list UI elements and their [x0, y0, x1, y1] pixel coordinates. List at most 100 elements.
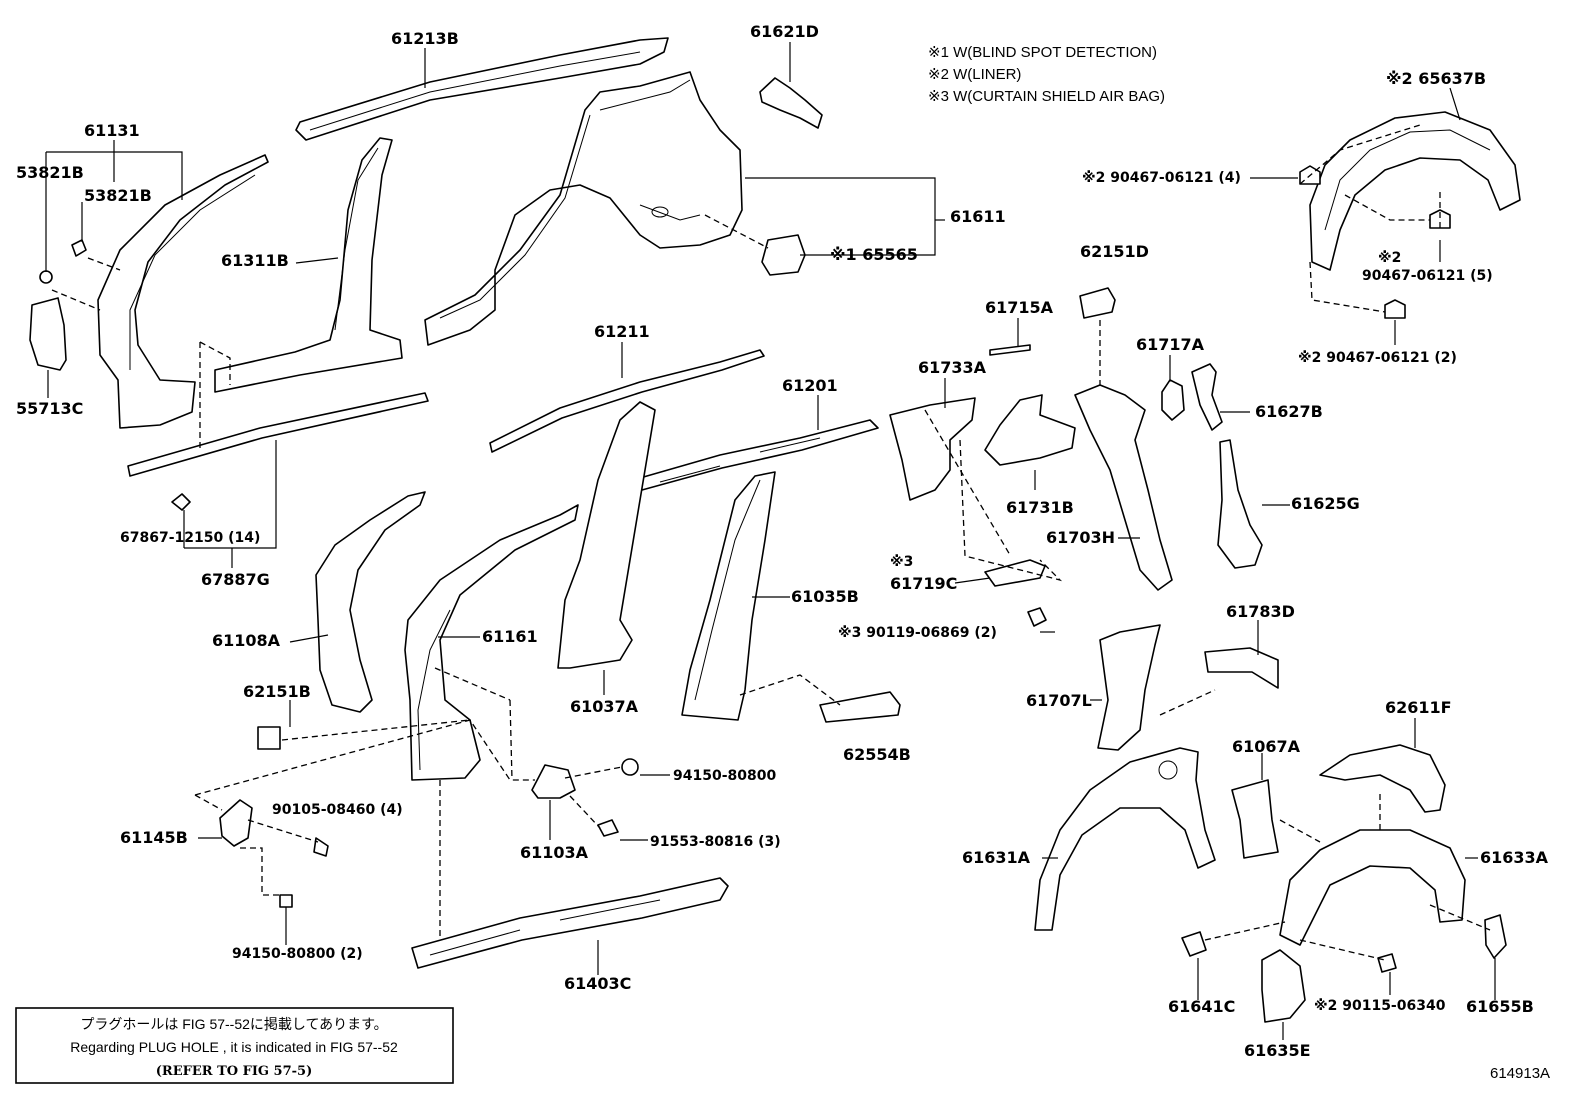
label-illustration-id: 614913A [1490, 1065, 1550, 1082]
part-61717A-shape [1161, 379, 1185, 421]
label-62554B: 62554B [843, 745, 911, 764]
label-61783D: 61783D [1226, 602, 1295, 621]
label-61703H: 61703H [1046, 528, 1115, 547]
part-61161-shape [404, 504, 579, 781]
label-61633A: 61633A [1480, 848, 1549, 867]
part-61783D-shape [1204, 647, 1279, 689]
part-61145B-shape [219, 799, 253, 847]
label-61733A: 61733A [918, 358, 987, 377]
label-94150-a: 94150-80800 [673, 768, 776, 784]
label-67887G: 67887G [201, 570, 270, 589]
label-61719C: 61719C [890, 574, 957, 593]
part-61611-shape [424, 71, 743, 346]
part-90467-fastener-2 [1384, 299, 1406, 319]
label-61067A: 61067A [1232, 737, 1301, 756]
part-61707L-shape [1097, 624, 1161, 751]
part-61627B-shape [1191, 363, 1223, 431]
part-94150-nut [621, 758, 639, 776]
leader-lines [45, 42, 1496, 1040]
part-labels: 61213B 61621D 61131 53821B 53821B 55713C… [16, 22, 1550, 1082]
legend-note-1: ※1 W(BLIND SPOT DETECTION) [928, 44, 1157, 61]
part-61037A-shape [557, 401, 656, 669]
label-62151B: 62151B [243, 682, 311, 701]
part-61211-shape [489, 349, 765, 453]
label-61717A: 61717A [1136, 335, 1205, 354]
part-94150-nut-small [279, 894, 293, 908]
part-90467-fastener-5 [1429, 209, 1451, 229]
label-62151D: 62151D [1080, 242, 1149, 261]
label-61627B: 61627B [1255, 402, 1323, 421]
part-90119-bolt [1027, 607, 1047, 627]
part-61635E-shape [1261, 949, 1306, 1023]
part-61311B-shape [214, 137, 403, 393]
footnote-box: プラグホールは FIG 57--52に掲載してあります。 Regarding P… [15, 1007, 454, 1084]
part-61715A-shape [989, 344, 1031, 356]
part-61655B-shape [1484, 914, 1507, 959]
label-61625G: 61625G [1291, 494, 1360, 513]
label-91553: 91553-80816 (3) [650, 834, 781, 850]
label-61621D: 61621D [750, 22, 819, 41]
part-67887G-shape [127, 392, 429, 477]
footnote-line-jp: プラグホールは FIG 57--52に掲載してあります。 [80, 1016, 387, 1032]
part-61641C-shape [1181, 931, 1207, 957]
part-drawings [29, 37, 1521, 1023]
part-61621D-shape [759, 77, 823, 129]
label-65565: ※1 65565 [830, 245, 918, 264]
label-65637B: ※2 65637B [1386, 69, 1486, 88]
label-61145B: 61145B [120, 828, 188, 847]
part-55713C-shape [29, 297, 67, 371]
label-61731B: 61731B [1006, 498, 1074, 517]
label-90115: ※2 90115-06340 [1314, 998, 1446, 1014]
part-61719C-shape [984, 559, 1046, 587]
part-62554B-shape [819, 691, 901, 723]
label-61611: 61611 [950, 207, 1006, 226]
part-61131-shape [97, 154, 269, 429]
label-67867: 67867-12150 (14) [120, 530, 260, 546]
label-90467-5: 90467-06121 (5) [1362, 268, 1493, 284]
part-61103A-shape [531, 764, 576, 799]
label-61201: 61201 [782, 376, 838, 395]
part-61403C-shape [411, 877, 729, 969]
label-61211: 61211 [594, 322, 650, 341]
part-53821B-clip2 [39, 270, 53, 284]
label-94150-b: 94150-80800 (2) [232, 946, 363, 962]
label-61719C-mark: ※3 [890, 554, 913, 570]
part-62151D-shape [1079, 287, 1116, 319]
label-61103A: 61103A [520, 843, 589, 862]
label-61715A: 61715A [985, 298, 1054, 317]
part-61625G-shape [1217, 439, 1263, 569]
label-61655B: 61655B [1466, 997, 1534, 1016]
part-61201-shape [639, 419, 879, 491]
label-61635E: 61635E [1244, 1041, 1311, 1060]
label-61311B: 61311B [221, 251, 289, 270]
part-61067A-shape [1231, 779, 1279, 859]
label-61641C: 61641C [1168, 997, 1235, 1016]
label-90467-5-mark: ※2 [1378, 250, 1401, 266]
label-61707L: 61707L [1026, 691, 1092, 710]
label-55713C: 55713C [16, 399, 83, 418]
label-61131: 61131 [84, 121, 140, 140]
footnote-line-en: Regarding PLUG HOLE , it is indicated in… [70, 1039, 398, 1055]
assembly-lines [51, 124, 1491, 961]
part-65637B-shape [1309, 111, 1521, 271]
label-61161: 61161 [482, 627, 538, 646]
label-61213B: 61213B [391, 29, 459, 48]
label-90119: ※3 90119-06869 (2) [838, 625, 997, 641]
label-90467-4: ※2 90467-06121 (4) [1082, 170, 1241, 186]
label-53821B-a: 53821B [16, 163, 84, 182]
label-53821B-b: 53821B [84, 186, 152, 205]
part-67867-clip [171, 493, 191, 511]
label-61035B: 61035B [791, 587, 859, 606]
part-61035B-shape [681, 471, 776, 721]
part-90115-screw [1377, 953, 1397, 973]
legend-note-3: ※3 W(CURTAIN SHIELD AIR BAG) [928, 88, 1165, 105]
footnote-line-refer: (REFER TO FIG 57-5) [156, 1064, 312, 1079]
part-91553-bolt [597, 819, 619, 837]
label-90105: 90105-08460 (4) [272, 802, 403, 818]
part-90105-bolt [313, 837, 329, 857]
label-61037A: 61037A [570, 697, 639, 716]
part-61733A-shape [889, 397, 976, 501]
label-61108A: 61108A [212, 631, 281, 650]
label-61403C: 61403C [564, 974, 631, 993]
